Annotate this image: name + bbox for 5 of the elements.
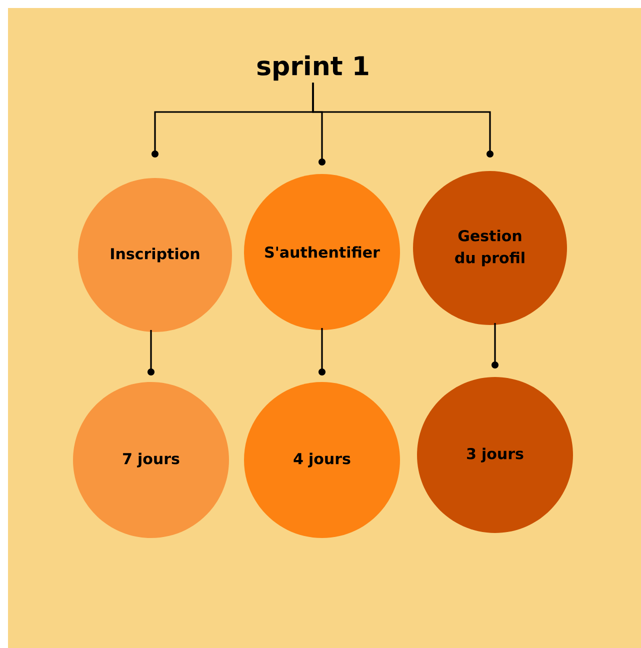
connector: [312, 82, 494, 158]
connector: [318, 328, 326, 376]
connector: [148, 330, 154, 376]
title-text: sprint 1: [257, 55, 368, 81]
connector: [492, 323, 498, 368]
